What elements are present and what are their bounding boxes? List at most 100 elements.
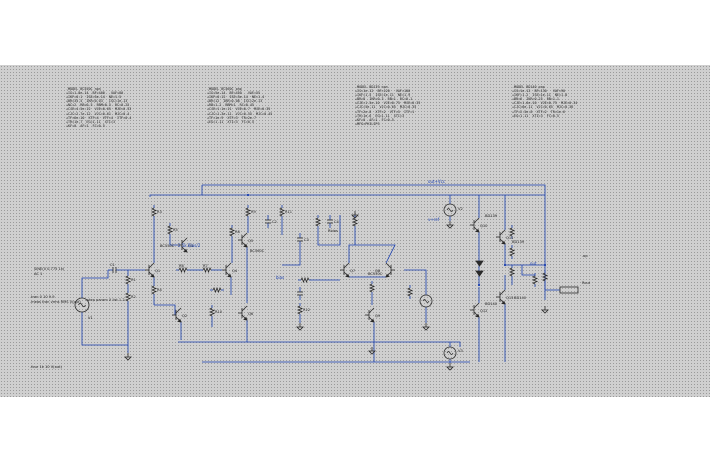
resistor-zigzag — [508, 247, 516, 257]
source-sine — [446, 351, 454, 355]
resistor-zigzag — [150, 207, 158, 217]
transistor-collector — [473, 302, 480, 309]
component-label: Q12 — [480, 309, 487, 313]
label-model-q11: BD139 — [485, 214, 498, 218]
transistor — [365, 307, 375, 323]
component-label: R2 — [131, 295, 136, 299]
source-sine — [78, 302, 86, 308]
transistor-arrow — [345, 273, 350, 278]
wire — [317, 215, 341, 246]
component-label: Q4 — [232, 269, 238, 273]
resistor — [228, 227, 236, 237]
source-circle — [74, 297, 90, 313]
component-label: R8 — [235, 230, 240, 234]
transistor-collector — [343, 262, 350, 269]
wire — [202, 184, 546, 265]
spice-model-block: .MODEL BC550C npn+IS=1.8e-14 BF=400 VAF=… — [66, 87, 131, 128]
model-line: +RB=1.2 RBM=1 RC=0.45 — [207, 103, 254, 108]
junction-dot — [543, 263, 547, 267]
model-line: +BR=8 IKR=0.3 RB=1 RC=0.1 — [355, 97, 413, 102]
transistor — [496, 229, 506, 245]
resistor-zigzag — [208, 307, 216, 317]
component-label: R12 — [303, 308, 310, 312]
component-label: C4 — [334, 220, 340, 224]
resistor — [178, 266, 188, 274]
transistor-collector — [148, 262, 155, 269]
model-line: +BR=6 IKR=0.25 RB=1.1 — [512, 97, 559, 102]
component-label: Q6 — [248, 312, 254, 316]
capacitor — [112, 267, 117, 273]
annotation-stab: 2.5k Bias/2 — [178, 243, 201, 248]
model-line: +KF=0 AF=1 FC=0.5 — [66, 123, 105, 128]
label-model-q1: BC550C — [160, 244, 175, 248]
component-label: R3 — [157, 210, 162, 214]
component-label: R7 — [203, 264, 208, 268]
transistor-arrow — [183, 248, 188, 253]
wire — [81, 270, 109, 298]
ground-symbol — [446, 363, 454, 371]
component-label: R6 — [179, 264, 184, 268]
resistor — [351, 217, 359, 227]
resistor-zigzag — [212, 286, 222, 294]
resistor-zigzag — [166, 225, 174, 235]
transistor-arrow — [475, 228, 480, 233]
source-sine — [422, 299, 430, 303]
component-label: Q13 — [506, 296, 513, 300]
component-label: Q1 — [155, 269, 160, 273]
model-line: +CJE=1.5e-10 VJE=0.75 MJE=0.33 — [355, 101, 421, 106]
resistor-zigzag — [124, 275, 132, 285]
wires — [81, 184, 560, 363]
wire — [404, 269, 427, 295]
resistor — [166, 225, 174, 235]
ground-symbol — [368, 347, 376, 355]
transistor — [172, 307, 182, 323]
transistor-collector — [499, 229, 506, 236]
resistor — [368, 283, 376, 293]
resistor — [314, 217, 322, 227]
component-label: Q5 — [248, 239, 253, 243]
resistor-zigzag — [202, 266, 212, 274]
resistor — [212, 286, 222, 294]
model-header: .MODEL BD140 pnp — [512, 85, 545, 89]
transistor-collector — [241, 232, 248, 239]
resistor — [124, 275, 132, 285]
voltage-source — [74, 297, 90, 313]
resistor-zigzag — [278, 207, 286, 217]
transistor — [470, 302, 480, 318]
annotation-meas: .meas tran vrms RMS V(out) — [30, 300, 81, 304]
resistor-zigzag — [296, 305, 304, 315]
resistor-zigzag — [124, 292, 132, 302]
model-line: +TR=1e-7 EG=1.11 XTI=3 — [66, 119, 115, 124]
model-line: +TR=1e-6 EG=1.11 XTI=3 — [355, 113, 404, 118]
resistor-zigzag — [406, 287, 414, 297]
resistor-zigzag — [314, 217, 322, 227]
model-line: +IKF=1.2 ISE=1e-11 NE=1.8 — [512, 93, 568, 98]
ground-triangle — [446, 366, 454, 371]
voltage-source — [443, 346, 457, 360]
net-label-vbias: v+ref — [428, 217, 440, 222]
model-line: +MFG=PHILIPS — [355, 121, 380, 126]
resistor-zigzag — [531, 275, 539, 285]
annotation-op: .op — [582, 254, 588, 258]
annotation-sine: SINE(0 0.775 1k) — [34, 267, 65, 271]
model-line: +TF=2.5e-8 XTF=2 TR=1e-6 — [512, 109, 566, 114]
transistor-collector — [385, 262, 392, 269]
ground-symbol — [124, 353, 132, 361]
ground-symbol — [422, 323, 430, 331]
components — [74, 203, 579, 371]
annotation-step: .step param X list 1 2 — [86, 298, 125, 302]
model-line: +BR=35.5 IKR=0.03 ISC=1e-13 — [66, 99, 128, 104]
junction-dot — [503, 263, 507, 267]
wire — [154, 304, 176, 315]
spice-model-block: .MODEL BD140 pnp+IS=1e-12 BF=130 VAF=90+… — [512, 85, 577, 118]
model-line: +EG=1.11 XTI=3 FC=0.5 — [207, 119, 254, 124]
resistor-zigzag — [300, 276, 310, 284]
label-model-q14: BD140 — [514, 296, 527, 300]
model-line: +IKF=0.1 ISE=5e-14 NE=1.5 — [66, 95, 122, 100]
model-header: .MODEL BC560C pnp — [207, 87, 242, 91]
transistor-arrow — [385, 273, 390, 278]
net-label-fb: bias — [276, 275, 284, 280]
schematic-sheet[interactable]: .MODEL BC550C npn+IS=1.8e-14 BF=400 VAF=… — [0, 65, 710, 397]
annotation-bias: Rbias — [328, 229, 338, 233]
